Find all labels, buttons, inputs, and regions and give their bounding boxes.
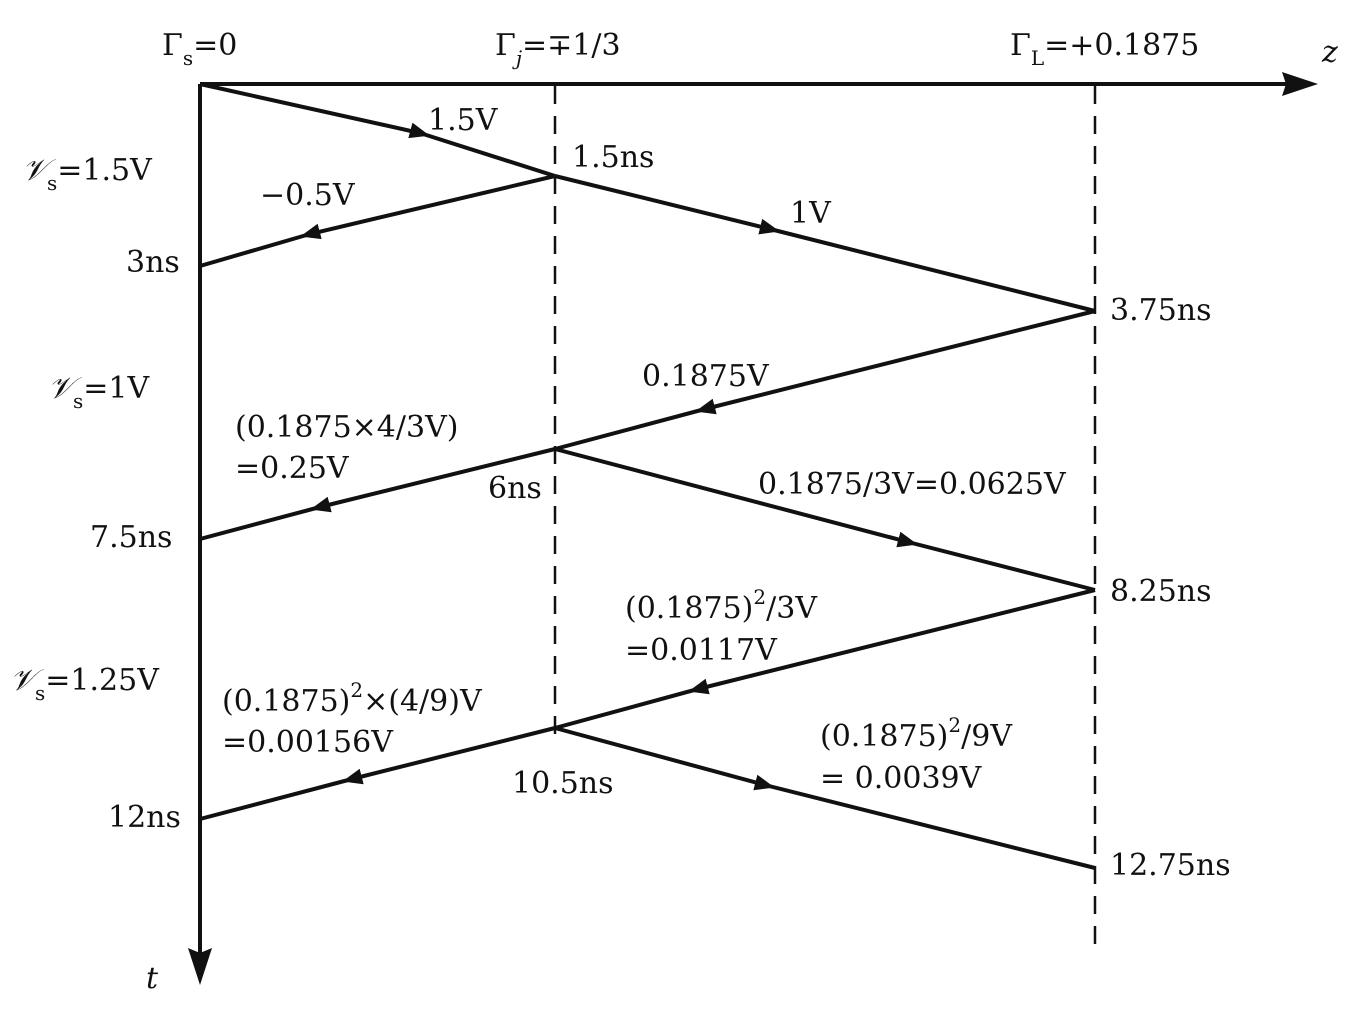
time-label-8-25ns: 8.25ns <box>1110 574 1212 609</box>
wave-label-3: 1V <box>790 196 832 231</box>
wave-segment-3 <box>554 174 1096 313</box>
wave-label-9-line2: = 0.0039V <box>820 761 983 796</box>
wave-label-4: 0.1875V <box>642 359 770 394</box>
wave-segment-5 <box>199 447 556 541</box>
time-label-10-5ns: 10.5ns <box>512 766 614 801</box>
wave-label-7-line2: =0.0117V <box>625 633 778 668</box>
time-label-3-75ns: 3.75ns <box>1110 293 1212 328</box>
wave-label-2: −0.5V <box>260 178 356 213</box>
wave-label-7-line1: (0.1875)2/3V <box>625 585 818 626</box>
load-reflection-label: ΓL=+0.1875 <box>1010 28 1199 70</box>
wave-segment-7 <box>554 588 1096 730</box>
time-label-1-5ns: 1.5ns <box>572 140 654 175</box>
wave-paths <box>199 82 1096 870</box>
wave-segment-2 <box>199 174 556 268</box>
wave-label-5-line1: (0.1875×4/3V) <box>235 410 458 445</box>
wave-label-1: 1.5V <box>428 103 499 138</box>
wave-amplitude-labels: 1.5V −0.5V 1V 0.1875V (0.1875×4/3V) =0.2… <box>222 103 1067 796</box>
time-label-12ns: 12ns <box>108 800 181 835</box>
z-axis-label: z <box>1321 35 1338 70</box>
reflection-labels: Γs=0 Γj=∓1/3 ΓL=+0.1875 <box>162 28 1199 70</box>
wave-segment-8 <box>199 726 556 821</box>
junction-reflection-label: Γj=∓1/3 <box>495 28 621 70</box>
wave-label-9-line1: (0.1875)2/9V <box>820 713 1013 754</box>
wave-segment-1 <box>199 82 556 178</box>
wave-label-8-line2: =0.00156V <box>222 725 394 760</box>
source-voltage-3: 𝒱s=1.25V <box>10 663 160 705</box>
time-label-6ns: 6ns <box>488 471 542 506</box>
time-label-3ns: 3ns <box>126 245 180 280</box>
source-reflection-label: Γs=0 <box>162 28 237 70</box>
time-label-12-75ns: 12.75ns <box>1110 848 1231 883</box>
t-axis-arrowhead <box>188 948 212 985</box>
wave-label-5-line2: =0.25V <box>235 451 350 486</box>
wave-segment-6 <box>554 447 1096 592</box>
time-labels: 1.5ns 3ns 3.75ns 6ns 7.5ns 8.25ns 10.5ns… <box>90 140 1231 883</box>
source-voltage-1: 𝒱s=1.5V <box>22 153 153 195</box>
z-axis-arrowhead <box>1282 72 1318 96</box>
wave-label-6: 0.1875/3V=0.0625V <box>758 467 1067 502</box>
source-voltage-2: 𝒱s=1V <box>48 371 150 413</box>
wave-segment-9 <box>554 726 1096 870</box>
t-axis-label: t <box>146 961 159 996</box>
axes: z t <box>146 35 1338 996</box>
wave-label-8-line1: (0.1875)2×(4/9)V <box>222 678 483 719</box>
source-voltage-labels: 𝒱s=1.5V 𝒱s=1V 𝒱s=1.25V <box>10 153 160 705</box>
wave-segment-4 <box>554 309 1096 451</box>
time-label-7-5ns: 7.5ns <box>90 520 172 555</box>
